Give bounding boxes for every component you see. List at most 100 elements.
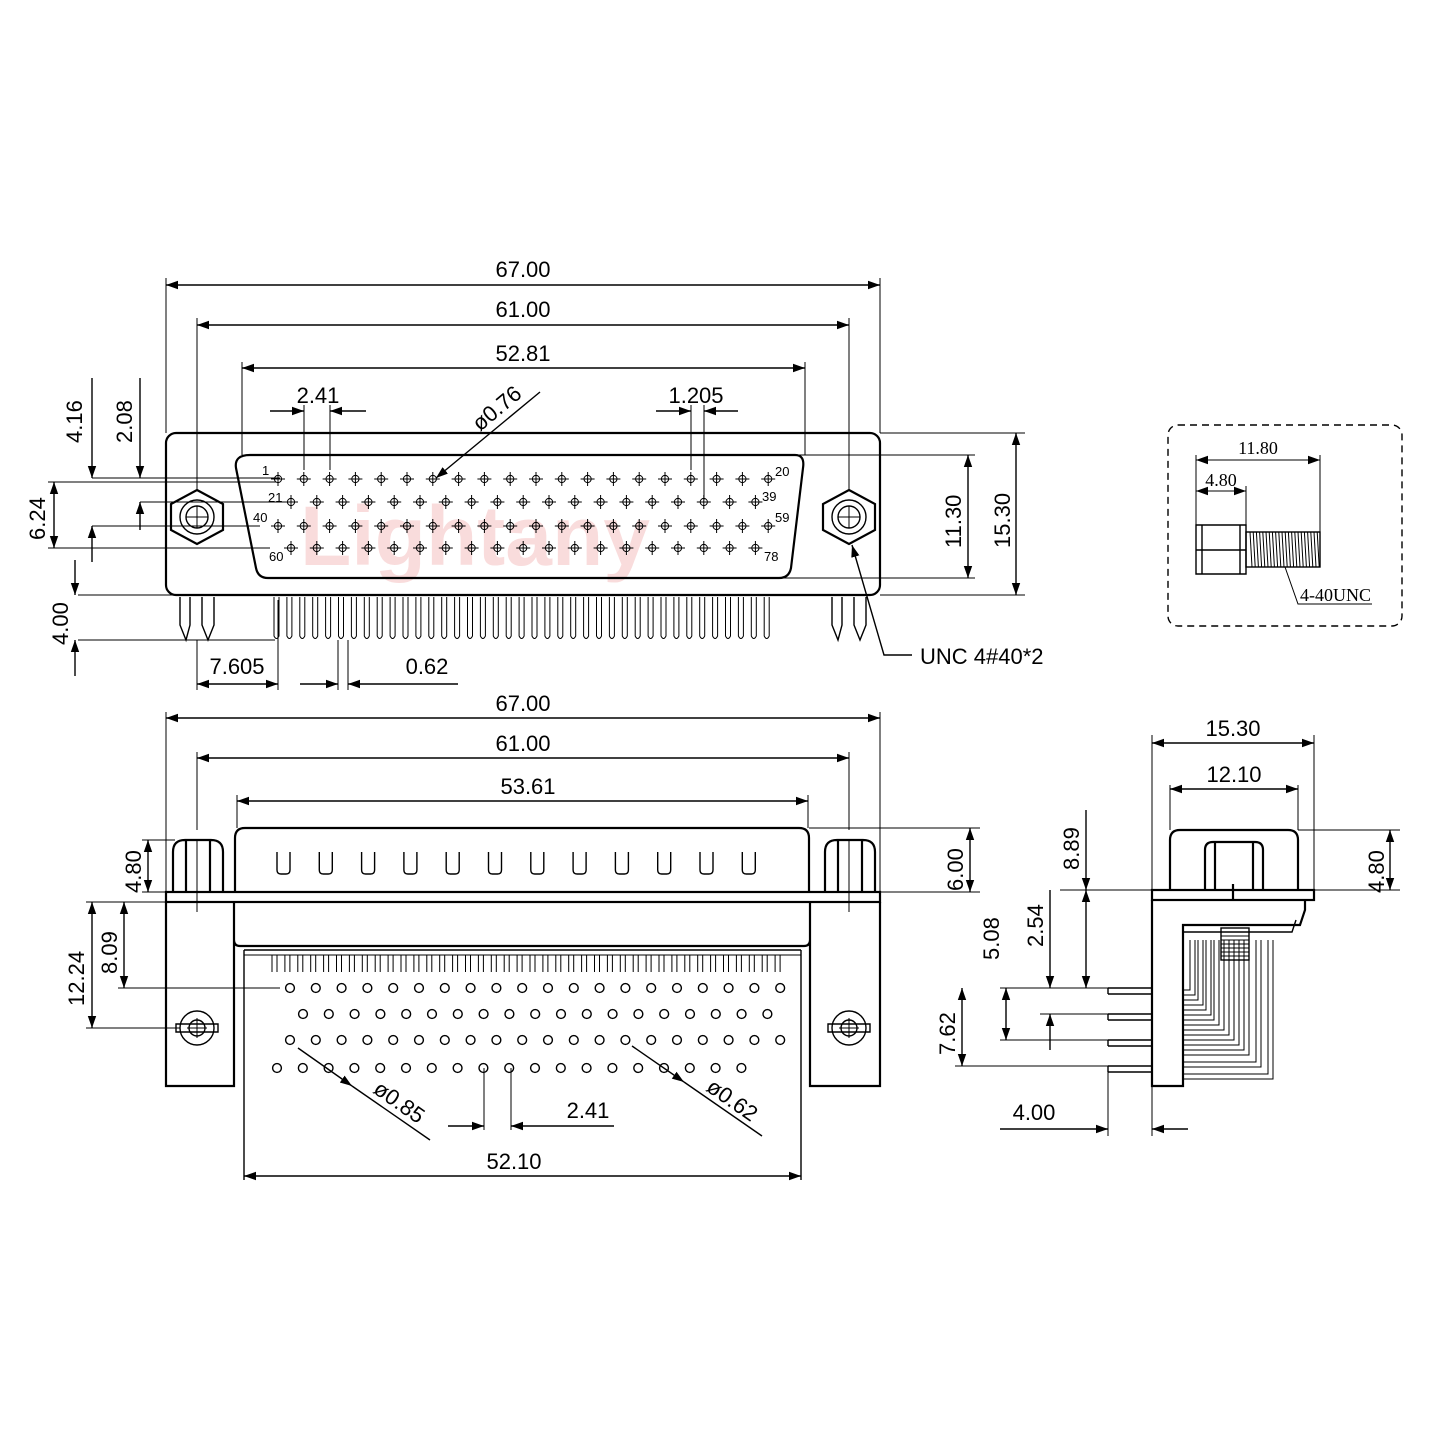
front-pin bbox=[683, 472, 698, 486]
pcb-hole bbox=[284, 1034, 296, 1046]
pin-label-78: 78 bbox=[764, 549, 778, 564]
front-tail bbox=[763, 597, 770, 639]
thread-line bbox=[1313, 531, 1317, 568]
bottom-pcb-holes bbox=[271, 982, 786, 1074]
contact-slot bbox=[572, 852, 587, 875]
front-pin-tails bbox=[273, 597, 770, 639]
bottom-left-jackscrew bbox=[171, 838, 225, 892]
pcb-hole bbox=[581, 1008, 592, 1020]
front-pin bbox=[632, 519, 647, 533]
front-pin bbox=[748, 495, 763, 509]
pcb-hole bbox=[620, 982, 631, 994]
dim-side-standoff: 4.00 bbox=[1013, 1100, 1056, 1125]
screw-thread-note: 4-40UNC bbox=[1300, 585, 1371, 605]
pcb-hole bbox=[775, 1034, 786, 1046]
bent-pin bbox=[1183, 940, 1207, 1011]
contact-comb bbox=[555, 955, 562, 972]
pcb-hole bbox=[658, 1062, 670, 1074]
front-pin bbox=[309, 541, 324, 555]
dim-front-shell-height: 11.30 bbox=[941, 495, 966, 548]
front-pin bbox=[542, 495, 556, 509]
pcb-hole bbox=[388, 1034, 399, 1046]
pcb-hole bbox=[684, 1062, 695, 1074]
front-tail bbox=[712, 597, 719, 639]
front-pin bbox=[335, 495, 350, 509]
contact-comb bbox=[477, 955, 484, 972]
front-tail bbox=[389, 597, 396, 639]
pcb-hole bbox=[646, 982, 657, 994]
dim-side-row-span: 7.62 bbox=[935, 1012, 960, 1055]
pcb-hole bbox=[271, 1062, 283, 1074]
pcb-hole bbox=[542, 982, 554, 994]
contact-comb bbox=[323, 955, 330, 972]
front-tail bbox=[531, 597, 538, 639]
pcb-hole bbox=[607, 1008, 618, 1020]
pcb-hole bbox=[736, 1008, 747, 1020]
pcb-hole bbox=[478, 1062, 489, 1074]
front-pin bbox=[580, 472, 595, 486]
dim-front-shell-width: 52.81 bbox=[495, 341, 550, 366]
front-pin bbox=[438, 541, 453, 555]
bent-pin-outer bbox=[1183, 940, 1230, 1036]
front-tail bbox=[338, 597, 344, 639]
front-pin bbox=[735, 472, 750, 486]
thread-line bbox=[1262, 531, 1266, 568]
contact-comb bbox=[284, 955, 291, 972]
front-pin bbox=[477, 519, 492, 533]
contact-comb bbox=[516, 955, 523, 972]
front-pin bbox=[722, 541, 737, 555]
front-tail bbox=[596, 597, 602, 639]
contact-slot bbox=[614, 852, 630, 875]
dim-screw-total-length: 11.80 bbox=[1238, 438, 1278, 458]
contact-comb bbox=[723, 955, 729, 972]
contact-comb bbox=[619, 955, 626, 972]
contact-comb bbox=[503, 955, 510, 972]
thread-line bbox=[1252, 531, 1256, 568]
front-pin bbox=[606, 519, 621, 533]
dim-side-flange-height: 15.30 bbox=[1205, 716, 1260, 741]
front-pin bbox=[580, 519, 595, 533]
front-tail bbox=[725, 597, 731, 639]
front-pin bbox=[529, 472, 543, 486]
contact-comb bbox=[606, 955, 613, 972]
bent-pin bbox=[1183, 940, 1225, 1031]
contact-slot bbox=[360, 852, 376, 875]
front-pin bbox=[322, 519, 337, 533]
pcb-hole bbox=[555, 1008, 567, 1020]
pcb-hole bbox=[697, 1034, 708, 1046]
front-flange bbox=[164, 431, 882, 597]
front-pin bbox=[748, 541, 763, 555]
side-view: 15.30 12.10 4.80 8.89 2.54 5.08 7.62 4.0… bbox=[935, 716, 1400, 1136]
contact-comb bbox=[413, 955, 420, 972]
thread-line bbox=[1268, 531, 1272, 568]
contact-comb bbox=[568, 955, 575, 972]
front-right-boardlock bbox=[831, 597, 867, 643]
thread-line bbox=[1316, 531, 1320, 568]
dim-side-shell-height: 12.10 bbox=[1206, 762, 1261, 787]
pcb-hole bbox=[581, 1062, 592, 1074]
pcb-hole bbox=[723, 982, 734, 994]
dim-bottom-flange-to-row: 8.09 bbox=[97, 931, 122, 974]
leader-062 bbox=[631, 1045, 685, 1083]
thread-line bbox=[1278, 531, 1282, 568]
leader-062-tail bbox=[683, 1081, 763, 1137]
pcb-hole bbox=[491, 982, 502, 994]
pcb-hole bbox=[529, 1062, 541, 1074]
pcb-hole bbox=[452, 1008, 463, 1020]
front-tail bbox=[376, 597, 383, 639]
bottom-left-mount bbox=[175, 1010, 219, 1046]
front-tail bbox=[634, 597, 641, 639]
front-pin bbox=[516, 495, 531, 509]
pcb-hole bbox=[336, 982, 347, 994]
thread-line bbox=[1294, 531, 1298, 568]
pcb-hole bbox=[568, 982, 579, 994]
pcb-hole bbox=[594, 982, 605, 994]
contact-slot bbox=[530, 852, 545, 875]
dim-bottom-board-edge: 12.24 bbox=[64, 951, 89, 1006]
front-pin bbox=[503, 472, 518, 486]
contact-comb bbox=[439, 955, 446, 972]
dim-screw-head-length: 4.80 bbox=[1205, 470, 1237, 490]
front-tail bbox=[750, 597, 757, 639]
bottom-extension-lines bbox=[165, 712, 881, 912]
thread-line bbox=[1271, 531, 1275, 568]
